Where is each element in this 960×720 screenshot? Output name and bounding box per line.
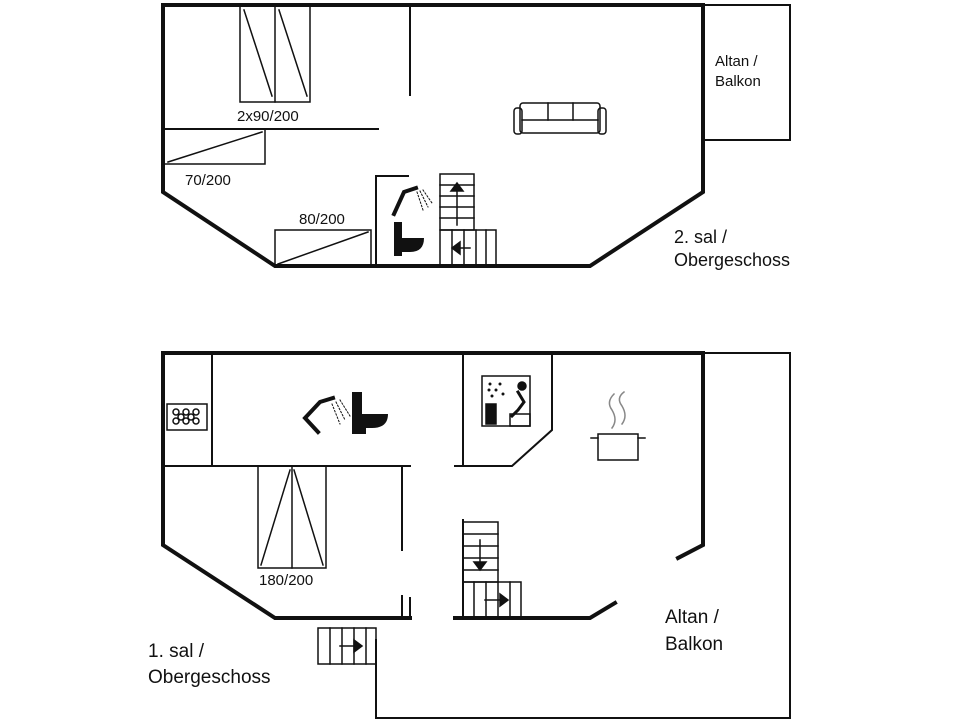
upper-bed-70 — [162, 128, 266, 165]
floor-label: 1. sal / — [148, 641, 205, 662]
bed-size-label: 70/200 — [185, 172, 231, 189]
lower-outer-wall — [161, 351, 412, 620]
lower-outer-wall — [161, 351, 705, 561]
lower-stairs — [462, 521, 522, 619]
entrance-stairs — [317, 627, 377, 665]
upper-floor-plan — [161, 3, 791, 268]
upper-bed-80 — [274, 229, 372, 267]
cooking-pot-icon — [590, 390, 646, 461]
upper-balcony — [702, 4, 791, 141]
lower-double-bed — [257, 465, 327, 569]
lower-outer-wall — [453, 600, 618, 620]
shower-icon — [302, 395, 351, 435]
floor-label: Obergeschoss — [674, 250, 790, 270]
washing-machine-icon — [166, 403, 208, 431]
toilet-icon — [352, 392, 388, 434]
sauna-icon — [481, 375, 531, 427]
toilet-icon — [394, 222, 424, 256]
balcony-label: Altan / — [715, 53, 758, 70]
shower-icon — [391, 185, 433, 217]
bed-size-label: 80/200 — [299, 211, 345, 228]
floor-label: Obergeschoss — [148, 667, 271, 688]
sauna-wall — [462, 352, 553, 467]
balcony-label: Balkon — [665, 634, 723, 655]
upper-twin-beds — [239, 4, 311, 103]
lower-balcony — [375, 352, 791, 719]
balcony-label: Balkon — [715, 73, 761, 90]
upper-outer-wall — [161, 3, 705, 268]
bed-size-label: 2x90/200 — [237, 108, 299, 125]
balcony-label: Altan / — [665, 607, 720, 628]
bed-size-label: 180/200 — [259, 572, 313, 589]
upper-stairs — [439, 173, 497, 267]
lower-floor-plan — [161, 351, 791, 719]
floor-label: 2. sal / — [674, 227, 727, 247]
sofa-icon — [513, 102, 607, 135]
